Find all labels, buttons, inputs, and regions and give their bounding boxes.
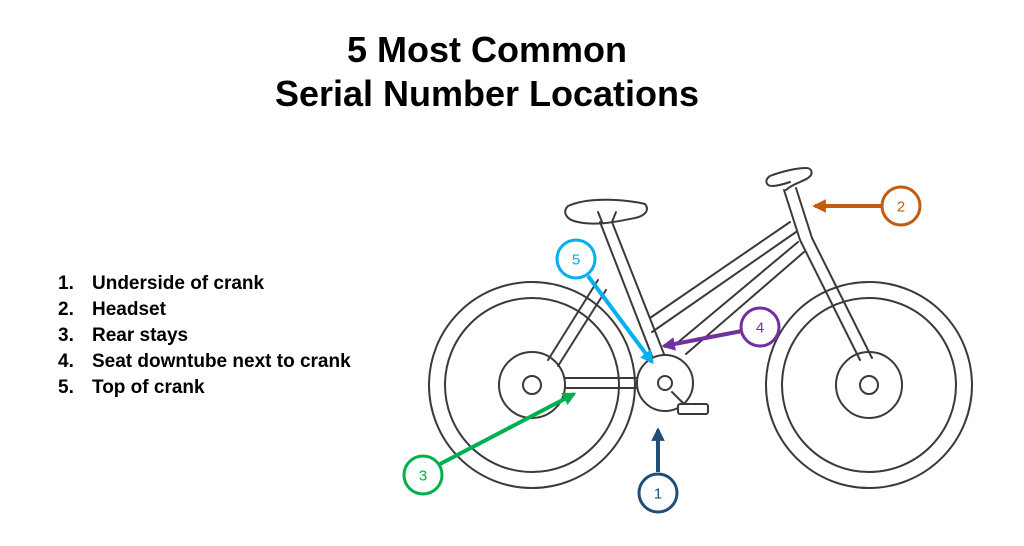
legend-item-1: 1. Underside of crank	[58, 271, 418, 297]
legend-number: 4.	[58, 351, 74, 372]
callout-4-circle	[739, 306, 781, 348]
crank	[636, 354, 709, 415]
callout-2-circle	[880, 185, 922, 227]
legend-label: Top of crank	[92, 377, 205, 398]
bicycle-outline-icon	[428, 167, 973, 489]
callout-4-label: 4	[756, 320, 764, 337]
legend-number: 5.	[58, 377, 74, 398]
chain-stay	[564, 377, 639, 389]
legend-item-4: 4. Seat downtube next to crank	[58, 349, 418, 375]
callout-3-circle	[402, 454, 444, 496]
callout-2-label: 2	[897, 199, 905, 216]
callout-5-label: 5	[572, 252, 580, 269]
legend-item-3: 3. Rear stays	[58, 323, 418, 349]
callout-5: 5	[555, 238, 654, 365]
callout-3-label: 3	[419, 468, 427, 485]
callout-4: 4	[661, 306, 781, 351]
callout-3: 3	[402, 392, 577, 496]
legend-label: Headset	[92, 299, 166, 320]
title-line-2: Serial Number Locations	[274, 73, 700, 114]
seat-tube	[599, 221, 665, 357]
callout-5-circle	[555, 238, 597, 280]
head-tube	[783, 187, 873, 361]
legend-number: 1.	[58, 273, 74, 294]
legend-label: Rear stays	[92, 325, 189, 346]
legend-label: Underside of crank	[92, 273, 265, 294]
legend-item-2: 2. Headset	[58, 297, 418, 323]
front-wheel	[765, 281, 973, 489]
callout-1-circle	[637, 472, 679, 514]
legend-label: Seat downtube next to crank	[92, 351, 351, 372]
callout-4-arrow	[661, 329, 743, 351]
callout-3-arrow	[439, 392, 577, 466]
title-line-1: 5 Most Common	[346, 29, 627, 70]
saddle	[564, 198, 648, 225]
callout-5-arrow	[586, 274, 654, 365]
legend-number: 2.	[58, 299, 74, 320]
callout-2: 2	[812, 185, 922, 227]
legend-item-5: 5. Top of crank	[58, 375, 418, 401]
handlebar	[765, 167, 813, 191]
callout-1-label: 1	[654, 486, 662, 503]
legend-number: 3.	[58, 325, 74, 346]
location-legend: 1. Underside of crank 2. Headset 3. Rear…	[58, 271, 418, 401]
rear-wheel	[428, 281, 636, 489]
seat-stay	[547, 279, 607, 367]
diagram-title: 5 Most Common Serial Number Locations	[0, 28, 974, 116]
callout-1: 1	[637, 427, 679, 514]
